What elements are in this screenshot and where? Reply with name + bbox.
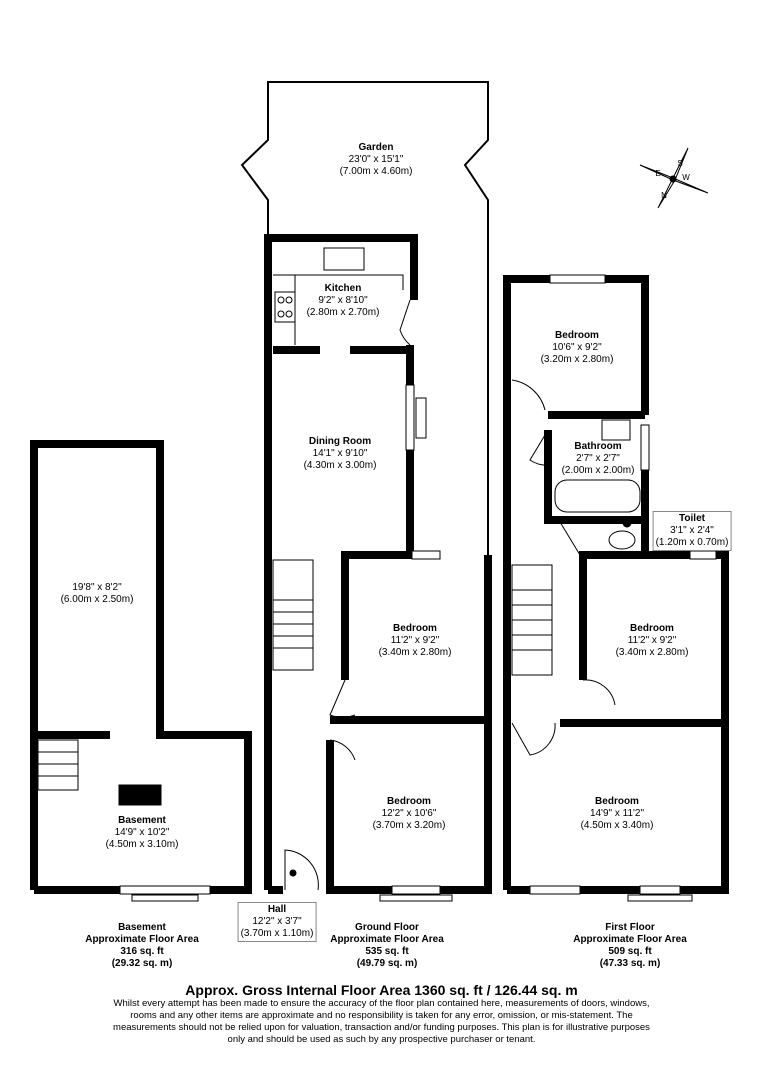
basement-fixtures bbox=[37, 739, 211, 902]
stairs-ground bbox=[272, 559, 356, 891]
compass-n: N bbox=[661, 191, 667, 200]
garden-outline bbox=[240, 81, 489, 560]
ground-floor-walls bbox=[264, 234, 492, 894]
room-basement-upper: 19'8" x 8'2"(6.00m x 2.50m) bbox=[60, 582, 134, 605]
compass-w: W bbox=[682, 173, 690, 182]
kitchen-fixtures bbox=[273, 247, 411, 346]
first-floor-walls bbox=[503, 275, 729, 894]
gross-floor-area: Approx. Gross Internal Floor Area 1360 s… bbox=[185, 982, 578, 998]
first-floor-fixtures bbox=[511, 274, 717, 902]
compass-s: S bbox=[677, 159, 683, 168]
compass-icon bbox=[639, 147, 709, 209]
ground-floor-windows bbox=[379, 384, 453, 902]
compass-e: E bbox=[655, 169, 661, 178]
disclaimer: Whilst every attempt has been made to en… bbox=[113, 998, 650, 1045]
basement-walls bbox=[30, 440, 252, 894]
